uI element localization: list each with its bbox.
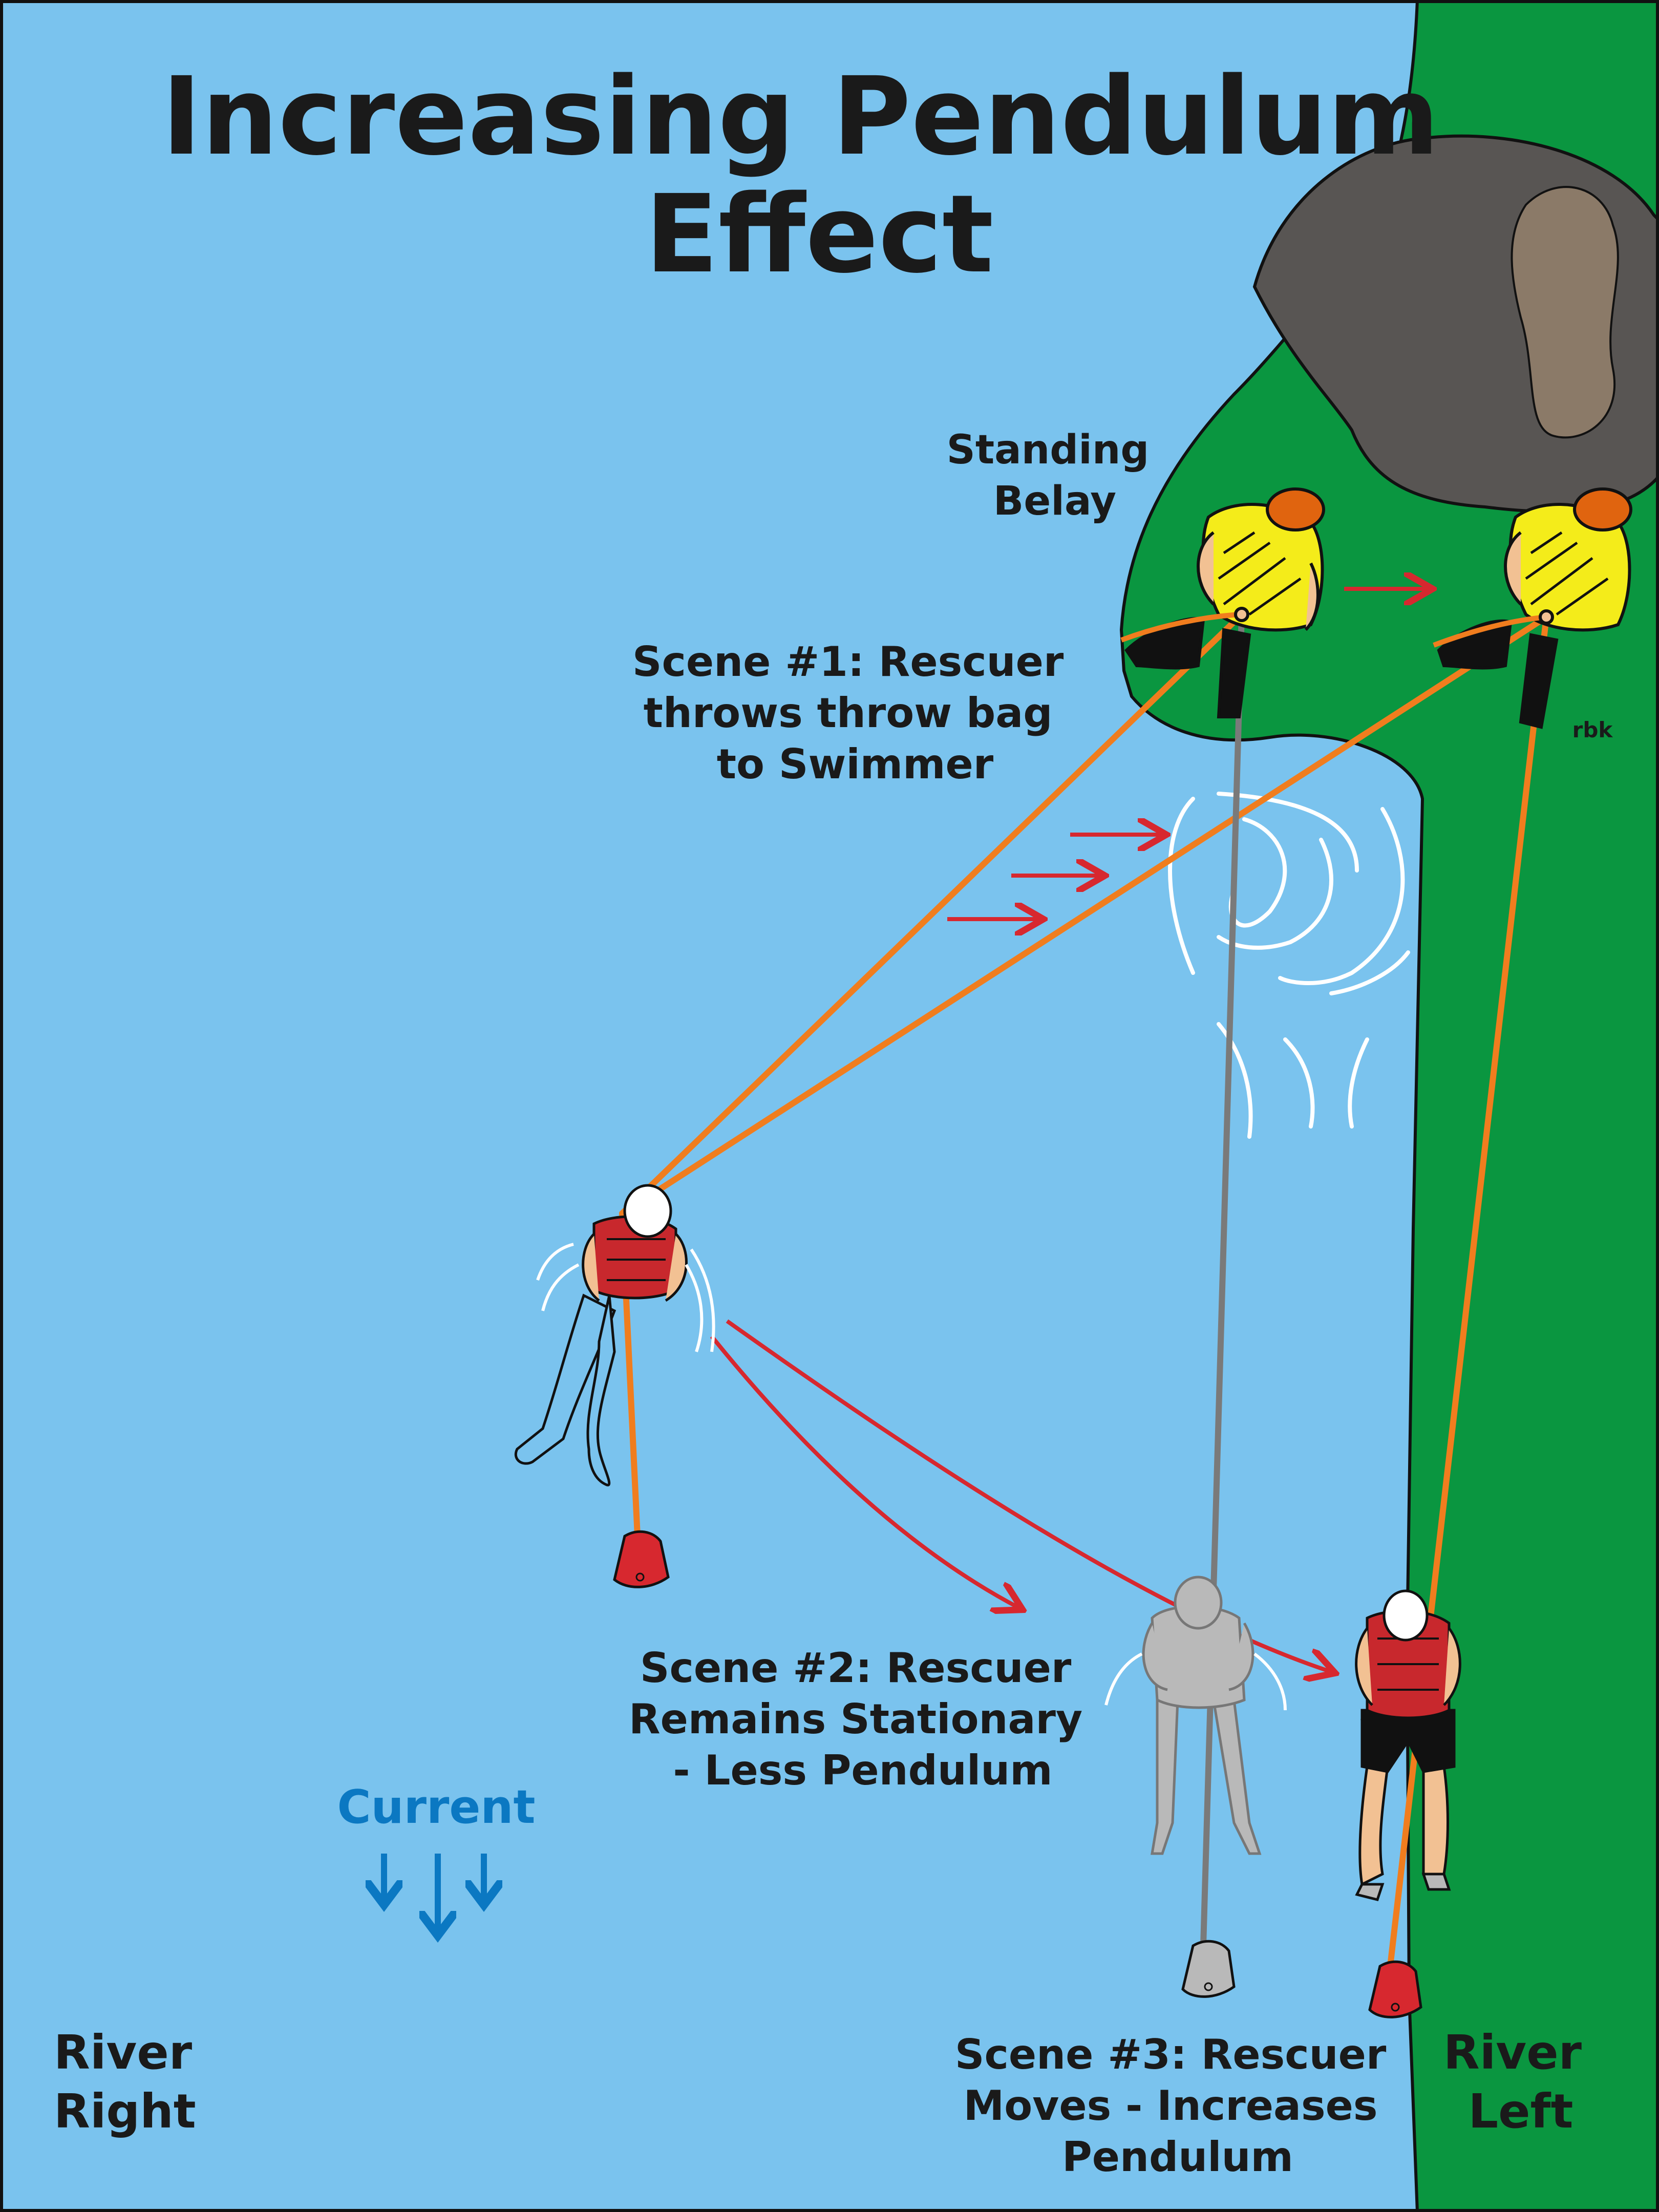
rescuer-standing-belay xyxy=(1120,487,1325,718)
river-right-line-2: Right xyxy=(54,2084,196,2139)
current-label: Current xyxy=(337,1780,535,1834)
rope-scene2-grey xyxy=(1200,611,1245,1949)
throw-bag-scene2 xyxy=(1181,1940,1236,1998)
scene3-line-3: Pendulum xyxy=(1062,2133,1293,2181)
rope-scene1-stationary xyxy=(619,611,1245,1217)
boulder-highlight xyxy=(1511,186,1619,439)
swimmer-scene3 xyxy=(1355,1589,1461,1901)
standing-belay-line-1: Standing xyxy=(947,427,1150,473)
title: Increasing Pendulum Effect xyxy=(162,54,1477,297)
title-line-1: Increasing Pendulum xyxy=(162,54,1440,179)
swimmer-scene1 xyxy=(514,1184,715,1486)
rope-scene1-moving xyxy=(619,614,1549,1217)
scene3-line-2: Moves - Increases xyxy=(964,2082,1378,2130)
rescuer-moved xyxy=(1433,487,1632,729)
throw-bag-scene3 xyxy=(1368,1960,1422,2018)
river-left-line-1: River xyxy=(1443,2025,1582,2080)
standing-belay-line-2: Belay xyxy=(993,478,1116,524)
title-line-2: Effect xyxy=(645,172,994,297)
scene1-line-3: to Swimmer xyxy=(717,740,994,788)
scene1-label: Scene #1: Rescuer throws throw bag to Sw… xyxy=(632,638,1078,788)
river-left-line-2: Left xyxy=(1468,2084,1573,2139)
artist-signature: rbk xyxy=(1572,717,1613,742)
river-right-label: River Right xyxy=(54,2025,208,2139)
scene2-line-2: Remains Stationary xyxy=(629,1695,1082,1743)
scene3-label: Scene #3: Rescuer Moves - Increases Pend… xyxy=(955,2031,1400,2181)
scene1-line-2: throws throw bag xyxy=(644,689,1053,737)
arrow-swing-scene2 xyxy=(710,1335,1019,1608)
scene1-line-1: Scene #1: Rescuer xyxy=(632,638,1064,686)
standing-belay-label: Standing Belay xyxy=(947,427,1163,524)
current-arrows xyxy=(384,1854,484,1936)
swimmer-scene2-stationary-ghost xyxy=(1104,1576,1287,1855)
scene2-line-1: Scene #2: Rescuer xyxy=(640,1644,1072,1692)
scene3-line-1: Scene #3: Rescuer xyxy=(955,2031,1387,2078)
throw-bag-scene1 xyxy=(613,1530,670,1588)
river-right-line-1: River xyxy=(54,2025,193,2080)
scene2-label: Scene #2: Rescuer Remains Stationary - L… xyxy=(629,1644,1097,1794)
river-left-label: River Left xyxy=(1443,2025,1598,2139)
scene2-line-3: - Less Pendulum xyxy=(673,1747,1052,1794)
